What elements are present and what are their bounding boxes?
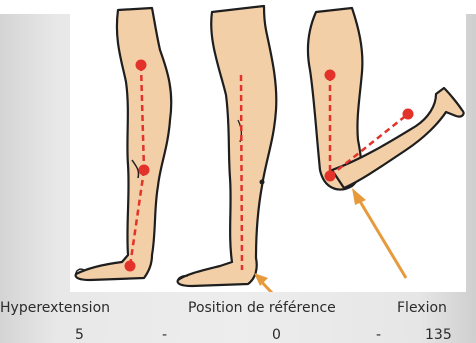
illustration-panel xyxy=(70,0,466,292)
value-reference: 0 xyxy=(272,327,281,343)
leg-illustration xyxy=(70,0,466,292)
flexion-arrow-head xyxy=(352,188,366,205)
reference-leg-outline xyxy=(178,6,277,286)
leg-hyperextension xyxy=(76,8,172,280)
leg-flexion xyxy=(308,8,464,278)
flexion-hip-point xyxy=(325,70,336,81)
flexion-ankle-point xyxy=(403,109,414,120)
flexion-knee-point xyxy=(325,171,336,182)
separator-2: - xyxy=(376,327,381,343)
hyperextension-hip-point xyxy=(136,60,147,71)
hyperextension-ankle-point xyxy=(125,261,136,272)
label-hyperextension: Hyperextension xyxy=(0,300,110,316)
separator-1: - xyxy=(162,327,167,343)
hyperextension-knee-point xyxy=(139,165,150,176)
label-flexion: Flexion xyxy=(397,300,447,316)
value-hyperextension: 5 xyxy=(75,327,84,343)
label-reference: Position de référence xyxy=(188,300,336,316)
value-flexion: 135 xyxy=(425,327,452,343)
reference-arrow-head xyxy=(254,273,268,286)
leg-reference xyxy=(178,6,277,292)
flexion-arrow xyxy=(358,198,406,278)
hyperextension-leg-outline xyxy=(76,8,172,280)
